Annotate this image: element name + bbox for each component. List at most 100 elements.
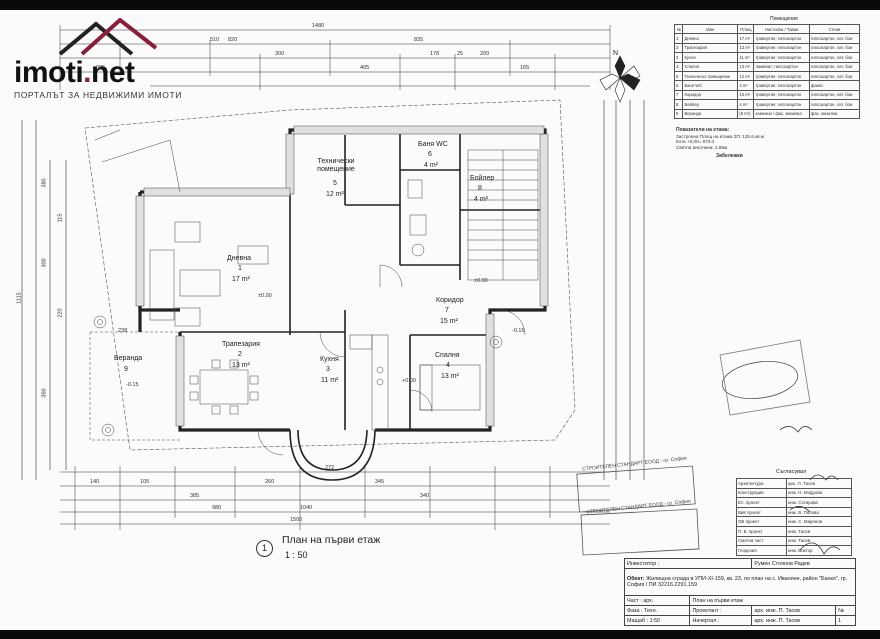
compass-rose-icon (599, 55, 641, 103)
object-cell: Обект: Жилищна сграда в УПИ-XI-159, кв. … (624, 568, 856, 596)
table-header: Стени (808, 23, 861, 35)
table-cell: травертин; гипсокартон (753, 33, 810, 44)
checked-name: арх. инж. П. Тасев (751, 615, 837, 626)
dim-label: 385 (190, 493, 200, 499)
table-cell: гипсокартон, лат. бои (808, 70, 861, 82)
room-number: 4 (446, 362, 450, 369)
table-cell: 15 m² (737, 89, 755, 101)
title-block: Инвеститор : Румен Стоянов Радев Обект: … (623, 558, 856, 626)
plan-scale: 1 : 50 (285, 550, 308, 560)
table-cell: Геодезия (735, 545, 788, 556)
table-cell: 7 (673, 89, 684, 101)
table-cell: Трапезария (682, 42, 739, 54)
level-mark: ±0.00 (474, 278, 488, 284)
dim-label: 380 (41, 178, 48, 188)
notes-line: Светла височина: 2,85м (676, 144, 728, 150)
table-cell: инж. Сотирова (786, 497, 852, 508)
dim-label: 835 (414, 37, 424, 43)
table-header: № (673, 23, 684, 35)
table-cell: гипсокартон, лат. бои (808, 89, 861, 101)
level-mark: -0.15 (126, 382, 139, 388)
room-area: 17 m² (232, 276, 250, 283)
room-name-living: Дневна (227, 255, 251, 262)
table-cell: 1 (673, 33, 684, 44)
room-area: 13 m² (232, 362, 250, 369)
dim-label: 980 (212, 505, 222, 511)
sheet-label: № (835, 605, 856, 616)
table-cell: 8 (673, 99, 684, 110)
table-cell: фаянс (808, 80, 861, 91)
table-cell: Кухня (682, 52, 739, 63)
room-area: 4 m² (474, 196, 488, 203)
dim-label: 140 (90, 479, 100, 485)
level-mark: -0.15 (512, 328, 525, 334)
notes-section: Забележки (716, 153, 743, 160)
table-cell: 4 (673, 61, 684, 72)
room-name-bathroom: Баня WC (418, 141, 448, 148)
table-cell: 4 m² (737, 99, 755, 110)
table-cell: травертин; гипсокартон (753, 70, 810, 82)
table-row: Мащаб : 1:50 Начертал : арх. инж. П. Тас… (623, 615, 856, 626)
table-cell: гипсокартон, лат. бои (808, 52, 861, 63)
table-cell: П. Б. проект (735, 525, 788, 537)
room-schedule-caption: Помещения (770, 16, 798, 22)
table-cell: каменни / фас. мазилка (753, 108, 810, 119)
table-cell: гипсокартон, лат. бои (808, 99, 861, 110)
table-cell: ОВ проект (735, 516, 788, 527)
table-cell: арх. П. Тасев (786, 478, 852, 489)
table-cell: гипсокартон, лат. бои (808, 33, 861, 44)
table-cell: гипсокартон, лат. бои (808, 42, 861, 54)
object-label: Обект: (627, 576, 645, 582)
plan-title: План на първи етаж (282, 534, 381, 546)
table-cell: инж. Н. Модрова (786, 487, 852, 499)
table-row: Обект: Жилищна сграда в УПИ-XI-159, кв. … (624, 568, 856, 596)
plan-marker: 1 (256, 540, 273, 557)
table-row: Инвеститор : Румен Стоянов Радев (623, 558, 856, 569)
room-name-technical: Технически помещение (317, 158, 355, 173)
dim-label: 1115 (16, 292, 23, 304)
brand-tagline: ПОРТАЛЪТ ЗА НЕДВИЖИМИ ИМОТИ (14, 90, 182, 100)
level-mark: ±0.00 (258, 293, 272, 299)
notes-line: Кота +0,00= 670.0 (676, 139, 715, 145)
table-cell: инж. Виктор (786, 545, 852, 556)
part-label: Част : арх. (623, 595, 691, 606)
table-cell: Архитектура (735, 478, 788, 489)
brand-logo[interactable]: imoti.net ПОРТАЛЪТ ЗА НЕДВИЖИМИ ИМОТИ (6, 18, 181, 100)
table-cell: Техническо помещение (682, 70, 739, 82)
table-cell: травертин; гипсокартон (753, 42, 810, 54)
designer-label: Проектант : (689, 605, 753, 616)
table-cell: инж. В. Попова (786, 506, 852, 518)
room-area: 13 m² (441, 373, 459, 380)
phase-label: Фаза : Техн. (623, 605, 691, 616)
floor-notes: Показатели на етажа: Застроена Площ на е… (676, 127, 844, 160)
investor-name: Румен Стоянов Радев (751, 558, 856, 569)
scale-label: Мащаб : 1:50 (623, 615, 691, 626)
dim-label: 300 (41, 258, 48, 268)
room-number: 9 (124, 366, 128, 373)
room-number: 5 (333, 180, 337, 187)
table-cell: 5 (673, 70, 684, 82)
checked-label: Начертал : (689, 615, 753, 626)
table-cell: Коридор (682, 89, 739, 101)
table-cell: 2 (673, 42, 684, 54)
table-cell: 6 (673, 80, 684, 91)
investor-label: Инвеститор : (623, 558, 753, 569)
table-cell: Веранда (682, 108, 739, 119)
table-row: Част : арх. План на първи етаж (623, 595, 856, 606)
table-cell: 3 (673, 52, 684, 63)
room-name-bedroom: Спалня (435, 352, 460, 359)
dim-label: 385 (96, 65, 106, 71)
room-name-corridor: Коридор (436, 297, 464, 304)
dim-label: 1480 (312, 23, 325, 29)
room-name-boiler: Бойлер (470, 175, 495, 182)
